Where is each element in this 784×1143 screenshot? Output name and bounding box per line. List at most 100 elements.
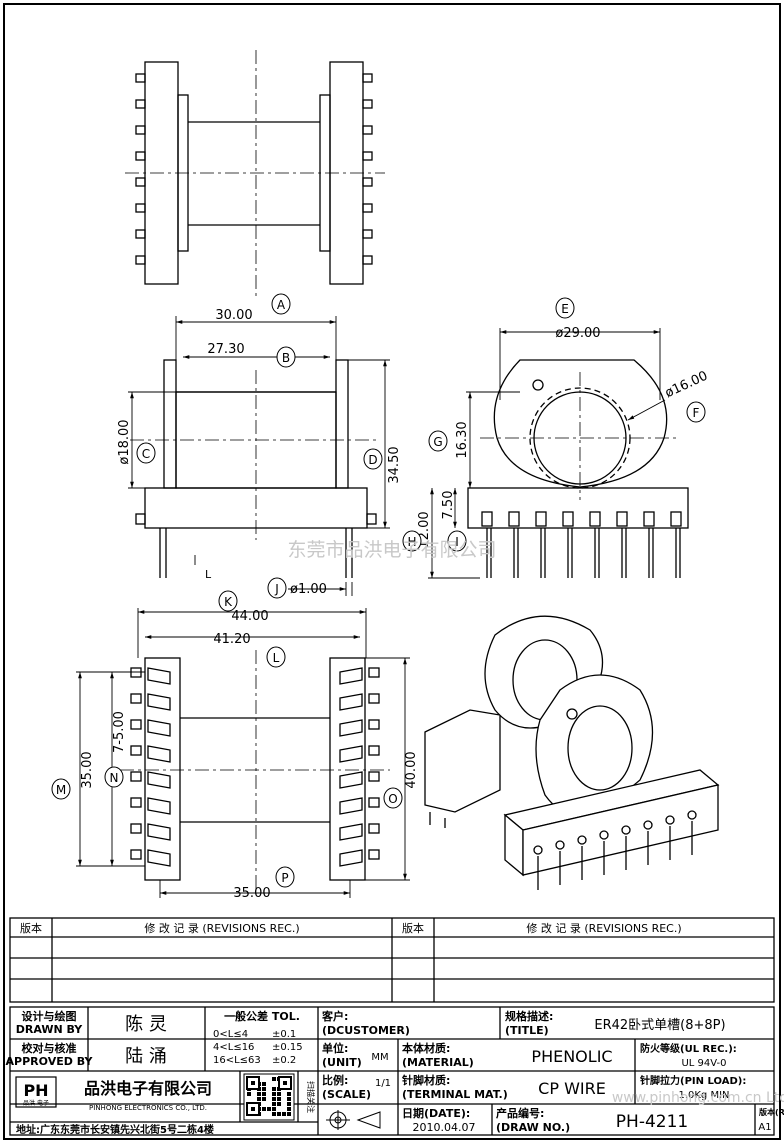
qr-finder-core	[283, 1081, 287, 1085]
pin-slot	[147, 823, 171, 841]
dim-I-value: 7.50	[441, 491, 456, 520]
pin-pad	[368, 823, 380, 834]
balloon-E: E	[555, 297, 575, 319]
drawn-by-label-en: DRAWN BY	[16, 1023, 84, 1036]
qr-finder-core	[251, 1107, 255, 1111]
pin-notch	[616, 511, 628, 527]
qr-cell	[287, 1097, 291, 1101]
dim-B-value: 27.30	[207, 342, 244, 357]
draw-no-value: PH-4211	[616, 1112, 688, 1132]
qr-cell	[277, 1097, 281, 1101]
balloon-O-letter: O	[388, 792, 397, 806]
balloon-B: B	[276, 346, 296, 368]
unit-value: MM	[371, 1052, 388, 1063]
scale-label-cn: 比例:	[322, 1073, 348, 1087]
balloon-P-letter: P	[281, 871, 288, 885]
pin-slot	[147, 667, 171, 685]
qr-cell	[257, 1092, 261, 1096]
pin-slot	[147, 771, 171, 789]
qr-cell	[247, 1092, 251, 1096]
dim-P-value: 35.00	[233, 886, 270, 901]
pin-pad	[130, 797, 142, 808]
watermark: 东莞市品洪电子有限公司	[287, 539, 496, 561]
balloon-K-letter: K	[224, 595, 233, 609]
iso-pin-head	[643, 820, 653, 830]
dimension-lines	[76, 316, 666, 898]
pin-stub	[135, 73, 146, 83]
balloon-H: H	[402, 530, 422, 552]
isometric-view	[424, 615, 720, 890]
balloon-C-letter: C	[142, 447, 150, 461]
pin-notch	[508, 511, 520, 527]
company-logo-subtext: 品洪 电子	[23, 1099, 49, 1107]
material-value: PHENOLIC	[531, 1047, 612, 1066]
pin-notch	[670, 511, 682, 527]
dim-F-value: ø16.00	[663, 368, 710, 401]
pin-stub	[362, 255, 373, 265]
iso-pin-head	[621, 825, 631, 835]
qr-cell	[257, 1097, 261, 1101]
bottom-view	[120, 650, 390, 895]
balloon-J-letter: J	[274, 582, 279, 596]
pin-notch	[589, 511, 601, 527]
dimension-values: 30.00 27.30 ø18.00 34.50 ø29.00 ø16.00 1…	[80, 308, 710, 901]
balloon-L: L	[266, 646, 286, 668]
iso-pin-head	[687, 810, 697, 820]
revision-label: 版本(REV):	[758, 1107, 784, 1117]
qr-cell	[262, 1107, 266, 1111]
pin-pad	[368, 849, 380, 860]
side-view	[467, 359, 689, 578]
pin-slot	[339, 771, 363, 789]
unit-label-en: (UNIT)	[322, 1056, 362, 1069]
pin-stub	[135, 255, 146, 265]
terminal-label-cn: 针脚材质:	[402, 1073, 450, 1087]
dim-L-small: L	[205, 568, 212, 581]
tolerance-range-2: 4<L≤16	[213, 1042, 254, 1053]
dim-E-value: ø29.00	[555, 326, 600, 341]
balloon-J: J	[267, 577, 287, 599]
pin-load-label: 针脚拉力(PIN LOAD):	[640, 1074, 746, 1087]
pin-slot	[339, 797, 363, 815]
spec-label-en: (TITLE)	[505, 1024, 549, 1037]
top-view	[125, 50, 385, 296]
qr-cell	[272, 1102, 276, 1106]
scale-value: 1/1	[375, 1078, 391, 1089]
pin-stub	[135, 203, 146, 213]
tolerance-value-3: ±0.2	[272, 1055, 296, 1066]
balloon-G: G	[428, 430, 448, 452]
pin-stub	[135, 151, 146, 161]
balloon-L-letter: L	[273, 651, 280, 665]
qr-cell	[272, 1077, 276, 1081]
draw-no-label-en: (DRAW NO.)	[496, 1121, 570, 1134]
tolerance-range-1: 0<L≤4	[213, 1029, 248, 1040]
pin-notch	[643, 511, 655, 527]
dim-C-value: ø18.00	[117, 419, 132, 464]
dim-L-value: 41.20	[213, 632, 250, 647]
qr-cell	[262, 1082, 266, 1086]
balloon-K: K	[218, 590, 238, 612]
balloon-M-letter: M	[56, 783, 66, 797]
balloon-D: D	[363, 448, 383, 470]
company-logo-mark	[15, 1076, 57, 1108]
qr-finder-core	[251, 1081, 255, 1085]
tolerance-value-2: ±0.15	[272, 1042, 303, 1053]
pin-slot	[339, 823, 363, 841]
fire-rating-label: 防火等级(UL REC.):	[640, 1042, 737, 1055]
pin-pad	[368, 667, 380, 678]
terminal-value: CP WIRE	[538, 1079, 606, 1098]
tolerance-title: 一般公差 TOL.	[224, 1009, 300, 1023]
balloon-E-letter: E	[561, 302, 569, 316]
qr-cell	[262, 1097, 266, 1101]
balloon-N-letter: N	[110, 771, 119, 785]
iso-pin-head	[533, 845, 543, 855]
balloon-A-letter: A	[277, 298, 286, 312]
scale-label-en: (SCALE)	[322, 1088, 371, 1101]
pin-slot	[147, 797, 171, 815]
pin-notch	[481, 511, 493, 527]
qr-cell	[277, 1102, 281, 1106]
pin-stub	[362, 151, 373, 161]
balloon-N: N	[104, 766, 124, 788]
qr-cell	[277, 1092, 281, 1096]
revision-records-header-2: 修 改 记 录 (REVISIONS REC.)	[526, 921, 681, 935]
dim-D-value: 34.50	[387, 446, 402, 483]
